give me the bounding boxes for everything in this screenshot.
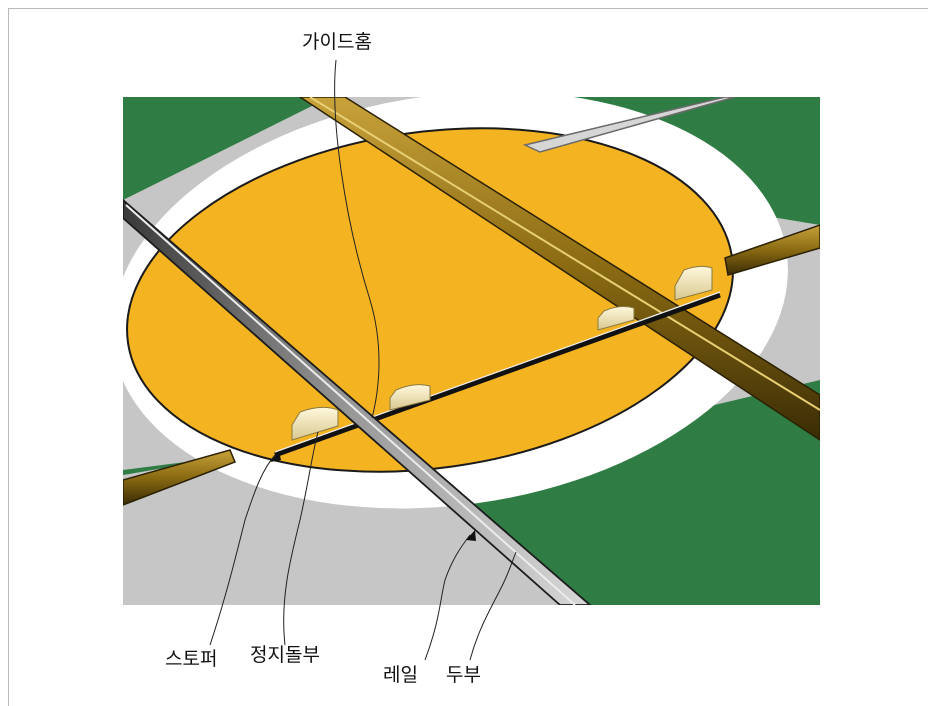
- label-rail: 레일: [383, 664, 418, 686]
- gold-rail-left: [123, 449, 236, 506]
- guide-groove: [274, 292, 721, 458]
- gold-rail-right: [724, 224, 820, 276]
- label-stopper: 스토퍼: [165, 648, 218, 670]
- gold-rail-highlight: [309, 97, 820, 411]
- label-stop-protrusion: 정지돌부: [250, 644, 320, 666]
- green-area-bottom-right: [440, 380, 820, 605]
- stopper-arrowhead: [270, 451, 281, 462]
- gray-rail-highlight: [125, 204, 576, 605]
- green-area-top-left: [123, 97, 330, 200]
- stop-protrusion-4: [674, 265, 713, 301]
- label-guide-groove: 가이드홈: [302, 31, 372, 53]
- leader-line-head: [469, 551, 517, 661]
- scene: [123, 97, 820, 605]
- leader-line-stop-protrusion: [283, 431, 319, 646]
- gray-rail-top: [522, 97, 736, 153]
- leader-line-stopper: [209, 454, 276, 646]
- rail-arrowhead: [466, 530, 476, 541]
- stop-protrusion-2: [389, 384, 431, 411]
- label-head: 두부: [446, 664, 481, 686]
- guide-groove-edge: [274, 291, 721, 453]
- gold-rail-diagonal: [298, 97, 820, 441]
- leader-line-rail: [424, 534, 471, 661]
- stop-protrusion-3: [597, 306, 635, 331]
- gray-rail-diagonal: [123, 198, 592, 605]
- stop-protrusion-1: [291, 406, 339, 441]
- leader-line-guide-groove: [334, 59, 380, 419]
